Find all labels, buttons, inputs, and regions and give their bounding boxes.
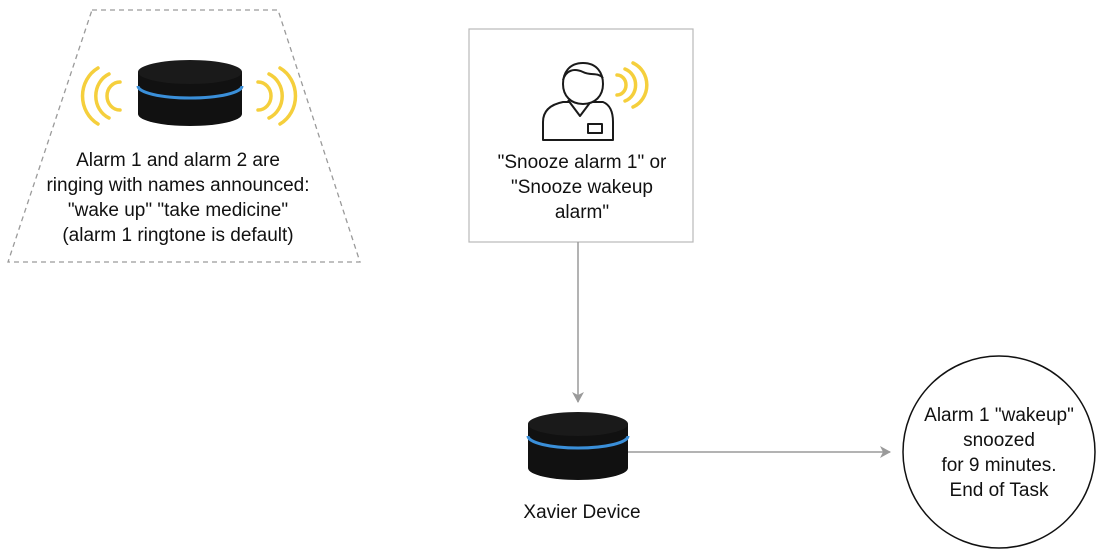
label-line: "wake up" "take medicine" — [67, 200, 289, 221]
user-icon — [542, 62, 614, 141]
label-line: Alarm 1 "wakeup" — [924, 405, 1074, 426]
label-line: ringing with names announced: — [46, 175, 310, 196]
device-label: Xavier Device — [470, 500, 694, 525]
ringing-alarms-container — [7, 9, 361, 263]
label-line: End of Task — [949, 480, 1049, 501]
label-line: snoozed — [963, 430, 1035, 451]
smart-speaker-icon — [526, 412, 630, 480]
user-command-label: "Snooze alarm 1" or "Snooze wakeup alarm… — [470, 150, 694, 225]
sound-waves-icon — [80, 66, 122, 126]
label-line: "Snooze wakeup — [511, 177, 653, 198]
sound-waves-icon — [256, 66, 298, 126]
result-circle — [902, 355, 1096, 549]
label-line: alarm" — [554, 202, 610, 223]
result-label: Alarm 1 "wakeup" snoozed for 9 minutes. … — [903, 403, 1095, 503]
label-line: Alarm 1 and alarm 2 are — [76, 150, 280, 171]
sound-waves-icon — [615, 61, 649, 109]
label-line: "Snooze alarm 1" or — [497, 152, 667, 173]
label-line: Xavier Device — [523, 502, 641, 523]
ringing-alarms-label: Alarm 1 and alarm 2 are ringing with nam… — [28, 148, 328, 248]
label-line: for 9 minutes. — [941, 455, 1057, 476]
smart-speaker-icon — [136, 60, 244, 126]
label-line: (alarm 1 ringtone is default) — [62, 225, 294, 246]
